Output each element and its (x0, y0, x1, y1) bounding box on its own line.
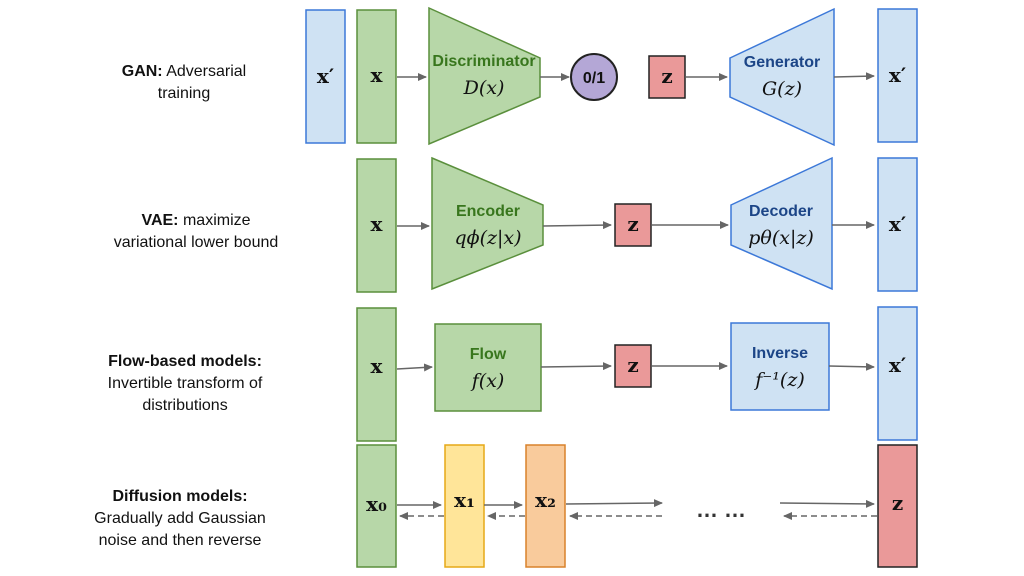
encoder-math: qϕ(z|x) (454, 227, 521, 249)
discriminator-trapezoid (428, 6, 541, 146)
vae-row: VAE: maximize variational lower bound x … (114, 156, 918, 293)
gan-label-line2: training (158, 85, 210, 102)
gan-x-prime-left-box (305, 9, 346, 144)
diffusion-x0-box (356, 444, 397, 568)
diffusion-x1-label: x₁ (454, 488, 475, 512)
encoder-title: Encoder (456, 203, 520, 220)
vae-label-line1: VAE: maximize (141, 212, 250, 229)
diffusion-forward-arrow-dots-z (779, 499, 875, 508)
vae-z-label: z (627, 212, 638, 236)
encoder-trapezoid (431, 156, 544, 291)
vae-arrow-to-z (542, 221, 612, 230)
discriminator-math: D(x) (463, 77, 505, 99)
vae-x-prime-label: x′ (889, 212, 906, 236)
diffusion-ellipsis: … … (696, 497, 746, 522)
decoder-math: pθ(x|z) (748, 227, 814, 249)
gan-z-label: z (661, 64, 672, 88)
generator-title: Generator (744, 54, 820, 71)
flow-label-line3: distributions (142, 397, 227, 414)
flow-x-box (356, 307, 397, 442)
gan-z-box (648, 55, 686, 99)
diffusion-forward-arrow-2-dots (565, 499, 663, 508)
gan-output-label: 0/1 (583, 70, 605, 87)
inverse-math: f⁻¹(z) (753, 369, 805, 391)
vae-label-bold: VAE: (141, 212, 178, 229)
diffusion-row: Diffusion models: Gradually add Gaussian… (94, 444, 918, 568)
discriminator-title: Discriminator (432, 53, 535, 70)
gan-x-prime-left-label: x′ (317, 64, 334, 88)
inverse-box (730, 322, 830, 411)
gan-label-bold: GAN: (122, 63, 163, 80)
gan-x-box (356, 9, 397, 144)
gan-label-line1: GAN: Adversarial (122, 63, 246, 80)
gan-x-label: x (371, 63, 384, 87)
gan-row: GAN: Adversarial training x′ x Discrimin… (122, 6, 918, 147)
flow-row: Flow-based models: Invertible transform … (108, 306, 918, 442)
diffusion-x2-label: x₂ (535, 488, 556, 512)
flow-arrow-to-z (540, 362, 612, 371)
generator-trapezoid (729, 7, 835, 147)
diffusion-x0-label: x₀ (366, 492, 387, 516)
vae-z-box (614, 203, 652, 247)
diffusion-z-box (877, 444, 918, 568)
gan-x-prime-right-box (877, 8, 918, 143)
diffusion-label-line1: Diffusion models: (112, 488, 247, 505)
flow-label-line1: Flow-based models: (108, 353, 262, 370)
flow-x-prime-box (877, 306, 918, 441)
flow-arrow-to-x-prime (828, 362, 875, 371)
vae-label-line2: variational lower bound (114, 234, 279, 251)
generator-math: G(z) (762, 78, 802, 100)
gan-arrow-to-x-prime (833, 72, 875, 81)
diffusion-x2-box (525, 444, 566, 568)
flow-label-line2: Invertible transform of (108, 375, 263, 392)
vae-label-rest: maximize (179, 212, 251, 229)
gan-output-circle (570, 53, 618, 101)
diffusion-label-line2: Gradually add Gaussian (94, 510, 266, 527)
flow-z-label: z (627, 353, 638, 377)
gan-label-rest: Adversarial (163, 63, 247, 80)
vae-x-box (356, 158, 397, 293)
flow-z-box (614, 344, 652, 388)
vae-x-prime-box (877, 157, 918, 292)
flow-title: Flow (470, 346, 507, 363)
diffusion-z-label: z (892, 491, 903, 515)
inverse-title: Inverse (752, 345, 808, 362)
diffusion-label-line3: noise and then reverse (99, 532, 262, 549)
flow-x-label: x (371, 354, 384, 378)
flow-math: f(x) (470, 370, 505, 392)
decoder-title: Decoder (749, 203, 813, 220)
vae-x-label: x (371, 212, 384, 236)
flow-arrow-x-to-flow (396, 363, 433, 372)
flow-box (434, 323, 542, 412)
diffusion-x1-box (444, 444, 485, 568)
gan-x-prime-right-label: x′ (889, 63, 906, 87)
decoder-trapezoid (730, 156, 833, 291)
flow-x-prime-label: x′ (889, 353, 906, 377)
